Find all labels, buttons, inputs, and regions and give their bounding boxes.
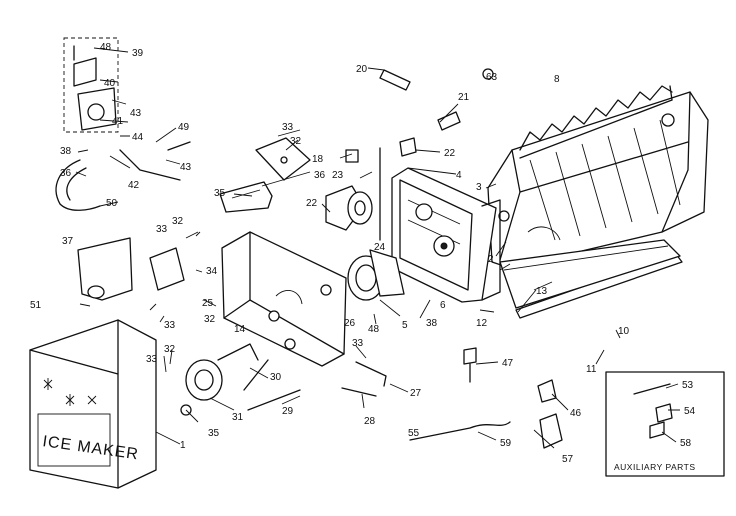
auxiliary-parts-caption: AUXILIARY PARTS: [614, 462, 696, 472]
front-cover: ICE MAKER: [29, 319, 157, 489]
label-20: 23: [332, 170, 344, 181]
label-40: 39: [132, 48, 144, 59]
fill-cup-and-tube: [55, 159, 185, 301]
label-43: 42: [128, 180, 140, 191]
mounting-housing: [391, 167, 501, 303]
label-23: 26: [344, 318, 356, 329]
label-59: 59: [500, 438, 512, 449]
label-25: 27: [410, 388, 422, 399]
motor-gear: [347, 249, 405, 301]
feeler-arm: [219, 181, 273, 213]
lower-hardware: [180, 343, 387, 416]
label-2: 2: [488, 254, 494, 265]
label-52: 51: [30, 300, 42, 311]
label-33: 34: [206, 266, 218, 277]
control-head: [221, 231, 347, 367]
label-1: 1: [180, 440, 186, 451]
label-36: 36: [60, 168, 72, 179]
leader-lines: [75, 47, 680, 449]
label-27: 29: [282, 406, 294, 417]
label-44a: 43: [130, 108, 142, 119]
ice-mold-tray: [487, 91, 709, 269]
switch-assembly: [325, 147, 381, 241]
label-17: 21: [458, 92, 470, 103]
label-31b: 32: [204, 314, 216, 325]
label-29: 31: [232, 412, 244, 423]
label-16: 20: [356, 64, 368, 75]
label-14: 14: [234, 324, 246, 335]
bracket-35: [255, 137, 311, 181]
label-32d: 33: [352, 338, 364, 349]
label-6: 6: [440, 300, 446, 311]
label-30: 35: [208, 428, 220, 439]
heater-bar: [499, 239, 683, 319]
label-39: 38: [60, 146, 72, 157]
label-53: 53: [682, 380, 694, 391]
label-45: 44: [132, 132, 144, 143]
label-44b: 43: [180, 162, 192, 173]
label-22: 24: [374, 242, 386, 253]
label-42: 41: [112, 116, 124, 127]
label-50: 49: [178, 122, 190, 133]
label-31a: 32: [172, 216, 184, 227]
label-12: 12: [476, 318, 488, 329]
label-46: 46: [570, 408, 582, 419]
label-58: 58: [680, 438, 692, 449]
small-parts: [119, 68, 563, 449]
label-3: 3: [476, 182, 482, 193]
label-55: 55: [408, 428, 420, 439]
label-38: 38: [426, 318, 438, 329]
label-32a: 33: [156, 224, 168, 235]
label-63: 63: [486, 72, 498, 83]
label-32b: 33: [164, 320, 176, 331]
auxiliary-parts-box: AUXILIARY PARTS: [605, 371, 725, 477]
label-41: 40: [104, 78, 116, 89]
ejector-stripper: [519, 85, 673, 159]
label-35: 36: [314, 170, 326, 181]
label-49: 48: [100, 42, 112, 53]
label-11: 11: [586, 364, 597, 375]
label-21: 22: [306, 198, 318, 209]
label-54: 54: [684, 406, 696, 417]
label-57: 57: [562, 454, 574, 465]
label-32c: 33: [282, 122, 294, 133]
label-10: 10: [618, 326, 630, 337]
label-51: 50: [106, 198, 118, 209]
label-4: 4: [456, 170, 462, 181]
label-28: 30: [270, 372, 282, 383]
label-37: 37: [62, 236, 74, 247]
label-34: 35: [214, 188, 226, 199]
label-32e: 33: [146, 354, 158, 365]
label-13: 13: [536, 286, 548, 297]
label-18: 22: [444, 148, 456, 159]
part-number-labels: 48 39 40 43 41 44 38 36 50 42 49 43 37 5…: [30, 42, 696, 465]
label-31d: 32: [164, 344, 176, 355]
label-26: 28: [364, 416, 376, 427]
label-48: 48: [368, 324, 380, 335]
label-47: 47: [502, 358, 514, 369]
label-5: 5: [402, 320, 408, 331]
label-8: 8: [554, 74, 560, 85]
label-31c: 32: [290, 136, 302, 147]
label-24: 25: [202, 298, 214, 309]
water-valve-assembly: [63, 37, 119, 133]
label-15: 18: [312, 154, 324, 165]
